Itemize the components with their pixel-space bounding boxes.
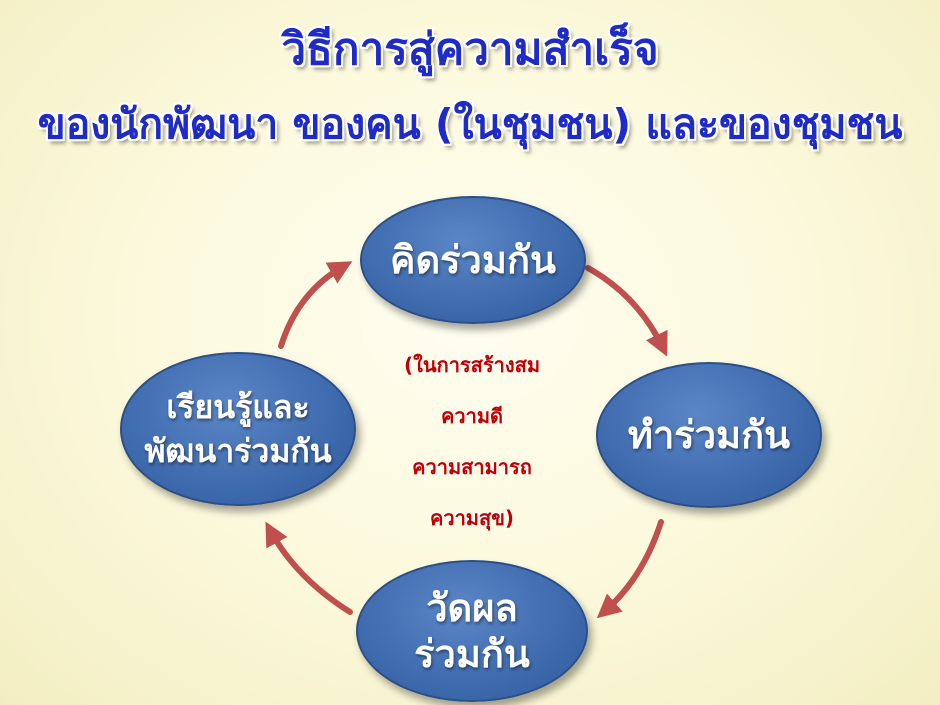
node-measure-label-1: วัดผล xyxy=(426,586,518,630)
center-note-line-4: ความสุข) xyxy=(429,506,515,530)
node-learn-label-1: เรียนรู้และ xyxy=(166,388,310,426)
center-note-line-2: ความดี xyxy=(440,404,503,428)
node-think-together: คิดร่วมกัน xyxy=(360,196,586,324)
center-note: (ในการสร้างสม ความดี ความสามารถ ความสุข) xyxy=(362,340,582,544)
center-note-line-3: ความสามารถ xyxy=(412,455,532,479)
title-line-2: ของนักพัฒนา ของคน (ในชุมชน) และของชุมชน xyxy=(37,100,903,148)
node-measure-together: วัดผล ร่วมกัน xyxy=(356,560,588,702)
arrow-think-to-do xyxy=(585,265,668,357)
arrow-measure-to-learn xyxy=(265,521,353,615)
node-do-together: ทำร่วมกัน xyxy=(596,362,822,508)
title-line-1: วิธีการสู่ความสำเร็จ xyxy=(281,24,659,75)
arrow-learn-to-think xyxy=(278,261,353,349)
node-measure-label-2: ร่วมกัน xyxy=(414,632,530,676)
center-note-line-1: (ในการสร้างสม xyxy=(404,353,540,377)
node-do-label: ทำร่วมกัน xyxy=(627,413,791,457)
node-learn-label-2: พัฒนาร่วมกัน xyxy=(144,432,332,470)
node-learn-together: เรียนรู้และ พัฒนาร่วมกัน xyxy=(120,352,356,506)
node-think-label: คิดร่วมกัน xyxy=(390,238,556,282)
arrow-do-to-measure xyxy=(596,519,664,619)
